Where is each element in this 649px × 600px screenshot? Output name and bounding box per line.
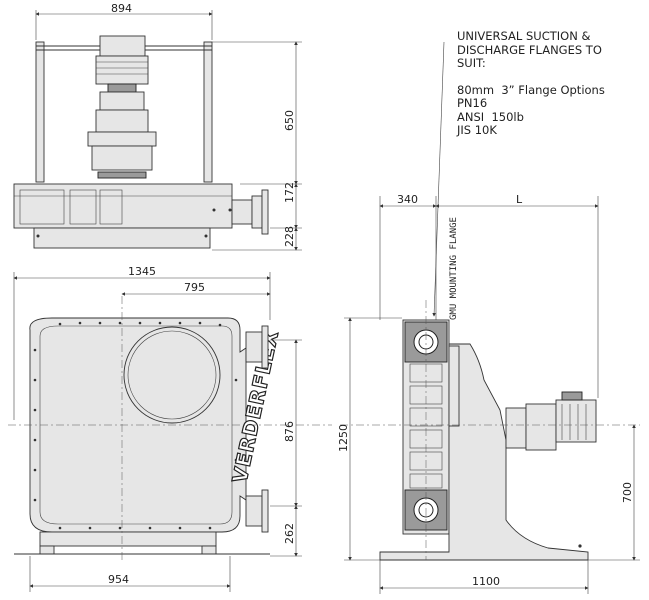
dim-1345: 1345 xyxy=(128,265,156,278)
dim-172: 172 xyxy=(283,182,296,203)
pedestal xyxy=(379,343,589,561)
gearbox-top xyxy=(13,183,269,249)
dim-954: 954 xyxy=(108,573,129,586)
flange-lower xyxy=(245,489,269,533)
note-option-2: PN16 xyxy=(457,96,488,110)
dim-795: 795 xyxy=(184,281,205,294)
motor-top xyxy=(87,35,157,179)
dim-700: 700 xyxy=(621,482,634,503)
motor-side xyxy=(505,391,597,451)
note-title-line-2: DISCHARGE FLANGES TO xyxy=(457,42,602,57)
dim-650: 650 xyxy=(283,110,296,131)
note-title-line-1: UNIVERSAL SUCTION & xyxy=(457,29,591,43)
dim-340: 340 xyxy=(397,193,418,206)
dim-894: 894 xyxy=(111,2,132,15)
flange-options-note: UNIVERSAL SUCTION & DISCHARGE FLANGES TO… xyxy=(457,29,605,138)
note-option-4: JIS 10K xyxy=(457,123,497,137)
frame-post-left xyxy=(35,41,45,183)
front-view: VERDERFLEX 1345 795 876 262 xyxy=(8,265,332,592)
housing-bolts xyxy=(33,321,238,530)
frame-post-right xyxy=(203,41,213,183)
dim-1100: 1100 xyxy=(472,575,500,588)
side-view: GMU MOUNTING FLANGE 340 L 1250 xyxy=(337,41,640,594)
note-option-1: 80mm 3” Flange Options xyxy=(457,82,605,97)
mounting-flange-label: GMU MOUNTING FLANGE xyxy=(449,217,459,320)
dim-262: 262 xyxy=(283,523,296,544)
flange-upper xyxy=(245,325,269,369)
top-view: 894 650 172 228 xyxy=(13,2,302,251)
dim-L: L xyxy=(516,193,523,206)
dim-1250: 1250 xyxy=(337,424,350,452)
dim-228: 228 xyxy=(283,226,296,247)
note-option-3: ANSI 150lb xyxy=(457,109,524,124)
cover-plate xyxy=(123,326,221,424)
dim-876: 876 xyxy=(283,421,296,442)
note-title-line-3: SUIT: xyxy=(457,56,486,70)
base-frame xyxy=(39,531,217,547)
